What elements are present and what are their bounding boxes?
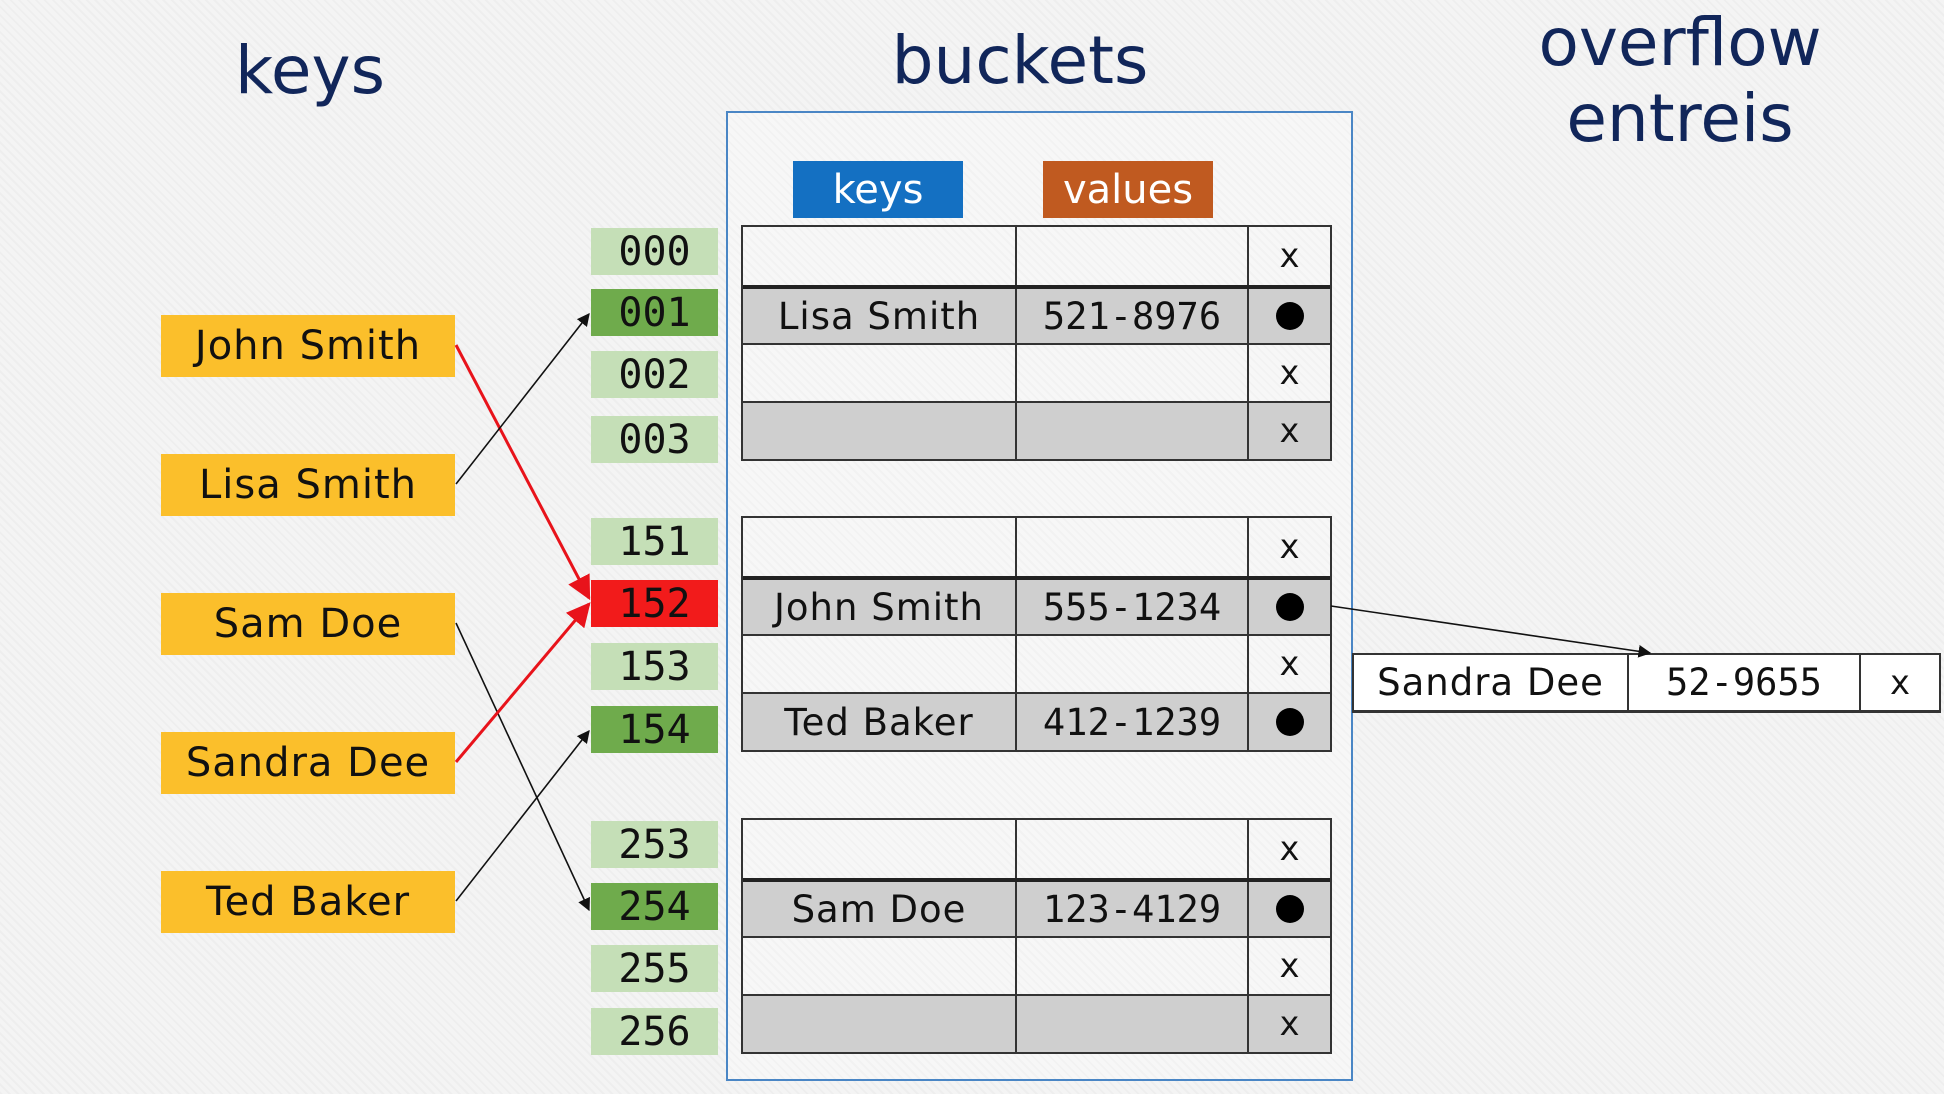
- bucket-value-cell: 555-1234: [1017, 580, 1249, 634]
- bucket-key-cell: [743, 938, 1017, 994]
- bucket-key-cell: [743, 820, 1017, 878]
- overflow-pointer-arrow: [1330, 605, 1652, 658]
- null-pointer-icon: x: [1889, 662, 1911, 703]
- hash-arrow-john-smith: [454, 344, 591, 601]
- bucket-key-cell: Ted Baker: [743, 694, 1017, 750]
- null-pointer-icon: x: [1279, 527, 1300, 567]
- null-pointer-icon: x: [1279, 644, 1300, 684]
- buckets-heading: buckets: [891, 22, 1149, 99]
- bucket-key-cell: [743, 518, 1017, 576]
- bucket-value-cell: 521-8976: [1017, 289, 1249, 343]
- bucket-value-cell: [1017, 345, 1249, 401]
- hash-arrow-sam-doe: [455, 622, 590, 912]
- bucket-value-cell: 123-4129: [1017, 882, 1249, 936]
- overflow-entry: Sandra Dee 52-9655 x: [1352, 653, 1941, 713]
- bucket-value-cell: 412-1239: [1017, 694, 1249, 750]
- hash-slot: 002: [591, 351, 718, 398]
- hash-slot: 256: [591, 1008, 718, 1055]
- null-pointer-icon: x: [1279, 411, 1300, 451]
- hash-slot: 000: [591, 228, 718, 275]
- null-pointer-icon: x: [1279, 829, 1300, 869]
- pointer-dot-icon: [1249, 882, 1330, 936]
- bucket-key-cell: [743, 345, 1017, 401]
- key-box-sam-doe: Sam Doe: [161, 593, 455, 655]
- null-pointer-icon: x: [1279, 946, 1300, 986]
- hash-arrow-sandra-dee: [454, 602, 591, 763]
- bucket-value-cell: [1017, 518, 1249, 576]
- hash-slot: 254: [591, 883, 718, 930]
- null-pointer-icon: x: [1279, 236, 1300, 276]
- bucket-value-cell: [1017, 820, 1249, 878]
- hash-slot: 253: [591, 821, 718, 868]
- key-box-john-smith: John Smith: [161, 315, 455, 377]
- bucket-key-cell: Sam Doe: [743, 882, 1017, 936]
- key-box-lisa-smith: Lisa Smith: [161, 454, 455, 516]
- overflow-value-cell: 52-9655: [1629, 655, 1861, 710]
- null-pointer-icon: x: [1279, 1004, 1300, 1044]
- bucket-values-header: values: [1043, 161, 1213, 218]
- pointer-dot-icon: [1249, 694, 1330, 750]
- bucket-key-cell: John Smith: [743, 580, 1017, 634]
- null-pointer-icon: x: [1279, 353, 1300, 393]
- hash-arrow-ted-baker: [455, 729, 590, 902]
- pointer-dot-icon: [1249, 580, 1330, 634]
- overflow-heading-line2: entreis: [1566, 80, 1794, 157]
- pointer-dot-icon: [1249, 289, 1330, 343]
- hash-slot: 152: [591, 580, 718, 627]
- hash-slot: 003: [591, 416, 718, 463]
- bucket-keys-header: keys: [793, 161, 963, 218]
- hash-slot: 255: [591, 945, 718, 992]
- bucket-value-cell: [1017, 403, 1249, 459]
- bucket-value-cell: [1017, 938, 1249, 994]
- bucket-key-cell: [743, 636, 1017, 692]
- bucket-key-cell: Lisa Smith: [743, 289, 1017, 343]
- bucket-key-cell: [743, 996, 1017, 1052]
- key-box-sandra-dee: Sandra Dee: [161, 732, 455, 794]
- bucket-value-cell: [1017, 636, 1249, 692]
- overflow-heading: overflow entreis: [1500, 5, 1860, 157]
- overflow-heading-line1: overflow: [1538, 4, 1822, 81]
- hash-slot: 151: [591, 518, 718, 565]
- hash-slot: 001: [591, 289, 718, 336]
- hash-slot: 154: [591, 706, 718, 753]
- hash-slot: 153: [591, 643, 718, 690]
- bucket-key-cell: [743, 227, 1017, 285]
- bucket-key-cell: [743, 403, 1017, 459]
- key-box-ted-baker: Ted Baker: [161, 871, 455, 933]
- hash-arrow-lisa-smith: [455, 312, 590, 485]
- keys-heading: keys: [235, 32, 385, 109]
- bucket-value-cell: [1017, 227, 1249, 285]
- bucket-value-cell: [1017, 996, 1249, 1052]
- overflow-key-cell: Sandra Dee: [1354, 655, 1629, 710]
